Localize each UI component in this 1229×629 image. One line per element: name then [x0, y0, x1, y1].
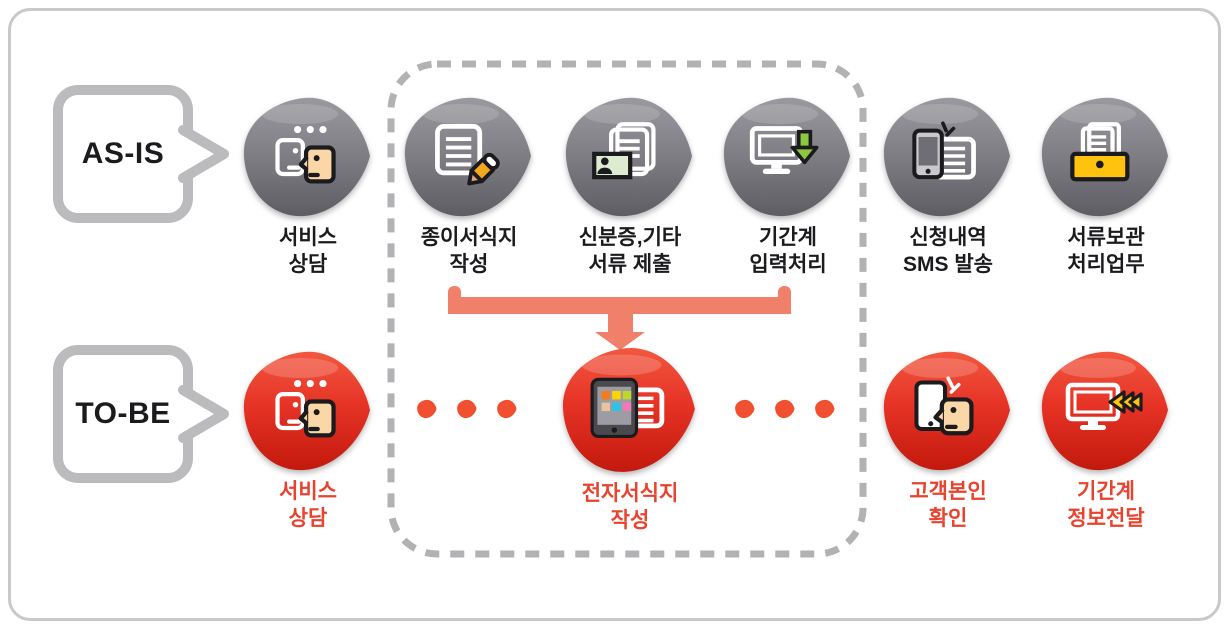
id-card-documents-icon	[592, 122, 656, 180]
asis-label-sms: 신청내역 SMS 발송	[903, 226, 993, 276]
red-pebble	[1041, 351, 1168, 471]
to-be-bubble	[53, 345, 229, 483]
flow-dot	[457, 399, 477, 419]
asis-node-service-consult	[238, 92, 378, 220]
to-be-label: TO-BE	[75, 397, 171, 430]
flow-dot	[735, 399, 755, 419]
gray-pebble	[243, 97, 370, 217]
document-storage-icon	[1070, 122, 1130, 182]
bracket-bar	[448, 297, 791, 314]
flow-dot	[417, 399, 437, 419]
bracket-arrow-shaft	[608, 312, 633, 333]
computer-download-icon	[749, 126, 819, 174]
dashed-group-box	[387, 60, 867, 558]
monitor-transfer-icon	[1065, 382, 1143, 430]
red-pebble	[243, 351, 370, 471]
flow-dot	[815, 399, 835, 419]
gray-pebble	[883, 97, 1010, 217]
asis-label-storage: 서류보관 처리업무	[1067, 226, 1145, 276]
tobe-label-legacy-transfer: 기간계 정보전달	[1067, 480, 1145, 530]
tobe-label-eform: 전자서식지 작성	[581, 482, 679, 532]
tablet-form-icon	[590, 377, 665, 439]
tobe-node-legacy-transfer	[1036, 346, 1176, 474]
flow-dot	[775, 399, 795, 419]
gray-pebble	[1041, 97, 1168, 217]
gray-pebble	[723, 97, 850, 217]
asis-node-paper-form	[399, 92, 539, 220]
conversation-icon	[275, 379, 336, 438]
as-is-label: AS-IS	[81, 137, 165, 170]
paper-pencil-icon	[435, 124, 500, 186]
asis-label-paper-form: 종이서식지 작성	[420, 226, 518, 276]
phone-face-icon	[914, 376, 974, 436]
flow-dot	[497, 399, 517, 419]
red-pebble	[883, 351, 1010, 471]
tobe-label-customer-verify: 고객본인 확인	[909, 480, 987, 530]
gray-pebble	[404, 97, 531, 217]
asis-node-storage	[1036, 92, 1176, 220]
conversation-icon	[275, 125, 336, 184]
gray-pebble	[565, 97, 692, 217]
asis-node-sms	[878, 92, 1018, 220]
as-is-bubble	[53, 85, 229, 223]
tobe-label-service-consult: 서비스 상담	[279, 480, 337, 530]
bracket-arrow-head	[595, 332, 645, 350]
asis-label-legacy-input: 기간계 입력처리	[749, 226, 827, 276]
asis-label-service-consult: 서비스 상담	[279, 226, 337, 276]
asis-label-id-docs: 신분증,기타 서류 제출	[578, 226, 682, 276]
phone-sms-icon	[912, 121, 976, 180]
asis-node-id-docs	[560, 92, 700, 220]
tobe-node-customer-verify	[878, 346, 1018, 474]
tobe-node-service-consult	[238, 346, 378, 474]
red-pebble	[562, 348, 695, 472]
asis-node-legacy-input	[718, 92, 858, 220]
tobe-node-eform	[556, 342, 704, 476]
